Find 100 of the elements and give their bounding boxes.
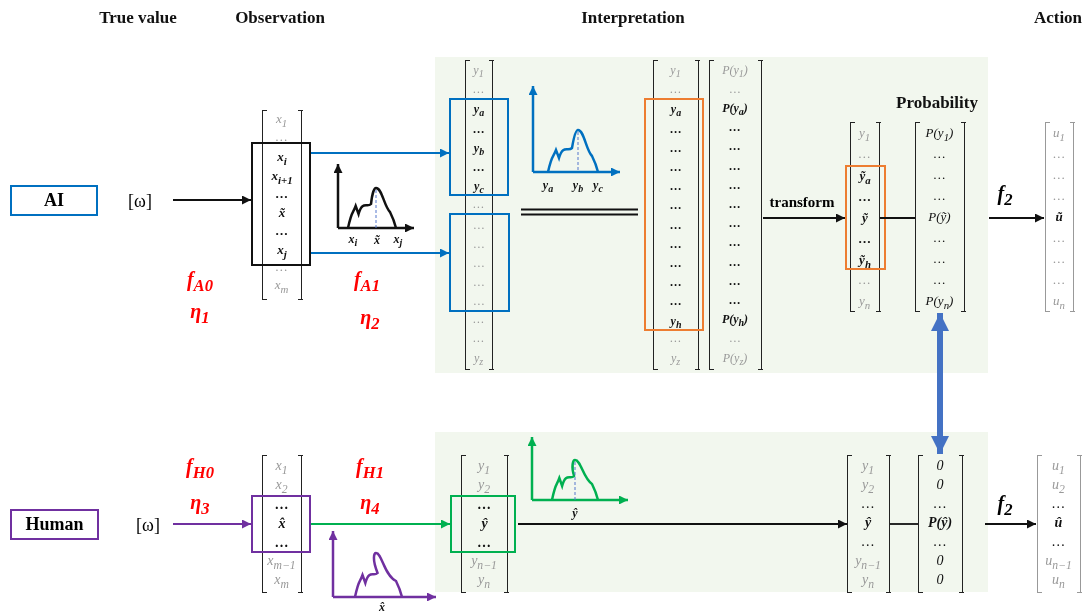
vector-entry: … — [275, 130, 288, 144]
vector-entry: … — [473, 121, 485, 136]
vector-entry: u$_{n−1}$ — [1045, 553, 1072, 568]
vector-entry: … — [1052, 496, 1065, 511]
vector-entry: x$_{i+1}$ — [271, 168, 293, 183]
vector-entry: … — [473, 256, 485, 270]
vector-entry: P(y$_{z}$) — [722, 350, 748, 365]
vector-entry: … — [670, 81, 681, 96]
vector-entry: y$_{1}$ — [862, 458, 874, 473]
vector-entry: ỹ$_{h}$ — [859, 253, 871, 267]
vector-entry: y$_{n}$ — [862, 572, 874, 587]
axis-label: y$_{a}$ — [542, 177, 554, 195]
axis-label: ŷ — [572, 505, 578, 521]
vector-entry: P(y$_{h}$) — [721, 312, 749, 327]
vector-entry: y$_{1}$ — [473, 62, 484, 77]
vector-entry: … — [933, 146, 946, 161]
math-symbol: [ω] — [128, 512, 168, 538]
vector-entry: … — [729, 216, 741, 231]
edge-label: transform — [769, 193, 835, 211]
axis-label: y$_{b}$ — [572, 177, 584, 195]
vector-entry: … — [670, 217, 682, 232]
function-label: η$_{1}$ — [190, 300, 210, 328]
section-heading: Probability — [896, 93, 978, 113]
vector-entry: … — [729, 331, 741, 346]
vector-entry: … — [858, 146, 871, 161]
vector-entry: … — [858, 272, 871, 287]
vector-entry: … — [473, 160, 485, 174]
vector-entry: … — [275, 259, 288, 274]
vector-entry: … — [670, 198, 682, 213]
vector-entry: … — [1052, 534, 1065, 549]
vector-entry: … — [473, 312, 484, 327]
column-vector — [850, 122, 880, 312]
vector-entry: y$_{a}$ — [670, 102, 682, 117]
column-vector — [915, 122, 965, 312]
column-vector — [1045, 122, 1074, 312]
vector-entry: ỹ$_{a}$ — [859, 169, 871, 183]
vector-entry: … — [670, 140, 682, 155]
column-vector — [847, 455, 890, 593]
vector-entry: x̂ — [278, 517, 286, 531]
vector-entry: x$_{m}$ — [274, 572, 289, 587]
arrow — [988, 213, 1045, 223]
arrow — [172, 195, 252, 205]
vector-entry: … — [933, 251, 946, 266]
vector-entry: y$_{c}$ — [474, 179, 484, 194]
vector-entry: x$_{i}$ — [277, 150, 287, 164]
vector-entry: … — [729, 196, 741, 211]
axis-label: y$_{c}$ — [593, 177, 603, 195]
vector-entry: … — [729, 139, 741, 154]
arrow — [310, 519, 451, 529]
vector-entry: x$_{m}$ — [274, 278, 289, 292]
vector-entry: … — [933, 230, 946, 245]
edge-label: f$_{2}$ — [997, 182, 1013, 210]
interpretation-panel — [435, 57, 988, 373]
axis-label: x$_{j}$ — [393, 231, 403, 249]
vector-entry: x$_{m−1}$ — [267, 553, 296, 568]
vector-entry: ỹ — [862, 211, 868, 225]
vector-entry: … — [933, 496, 947, 511]
column-heading: Interpretation — [581, 8, 685, 28]
vector-entry: 0 — [936, 477, 944, 492]
vector-entry: … — [729, 292, 741, 307]
vector-entry: … — [933, 167, 946, 182]
function-label: f$_{A1}$ — [353, 268, 381, 296]
vector-entry: 0 — [936, 572, 944, 587]
connector-line — [889, 523, 919, 525]
vector-entry: u$_{1}$ — [1053, 125, 1065, 140]
arrow — [310, 148, 450, 158]
vector-entry: … — [729, 235, 741, 250]
vector-entry: x$_{1}$ — [275, 111, 288, 126]
vector-entry: … — [473, 196, 484, 211]
connector-line — [879, 217, 916, 219]
arrow — [517, 519, 848, 529]
vector-entry: … — [861, 534, 875, 549]
function-label: η$_{2}$ — [360, 306, 380, 334]
vector-entry: … — [933, 534, 947, 549]
vector-entry: … — [1053, 230, 1065, 245]
highlight-box — [449, 213, 510, 312]
vector-entry: … — [477, 498, 492, 512]
vector-entry: P(y$_{a}$) — [722, 100, 748, 115]
vector-entry: … — [729, 273, 741, 288]
interpretation-panel — [435, 432, 988, 592]
vector-entry: y$_{1}$ — [478, 458, 490, 473]
vector-entry: … — [275, 187, 289, 201]
arrow — [172, 519, 252, 529]
vector-entry: … — [473, 81, 484, 96]
vector-entry: y$_{a}$ — [473, 102, 485, 117]
vector-entry: … — [670, 236, 682, 251]
vector-entry: y$_{z}$ — [473, 350, 484, 365]
vector-entry: … — [670, 256, 682, 270]
vector-entry: … — [670, 121, 682, 136]
vector-entry: x̃ — [278, 205, 286, 220]
highlight-box — [450, 495, 516, 553]
vector-entry: … — [473, 294, 485, 309]
vector-entry: P(ŷ) — [927, 515, 953, 530]
function-label: f$_{H1}$ — [356, 455, 384, 483]
vector-entry: … — [670, 179, 682, 194]
vector-entry: … — [670, 294, 682, 309]
vector-entry: u$_{1}$ — [1052, 458, 1065, 473]
edge-label: f$_{2}$ — [997, 492, 1013, 520]
vector-entry: y$_{h}$ — [670, 313, 682, 328]
vector-entry: û — [1054, 515, 1063, 530]
